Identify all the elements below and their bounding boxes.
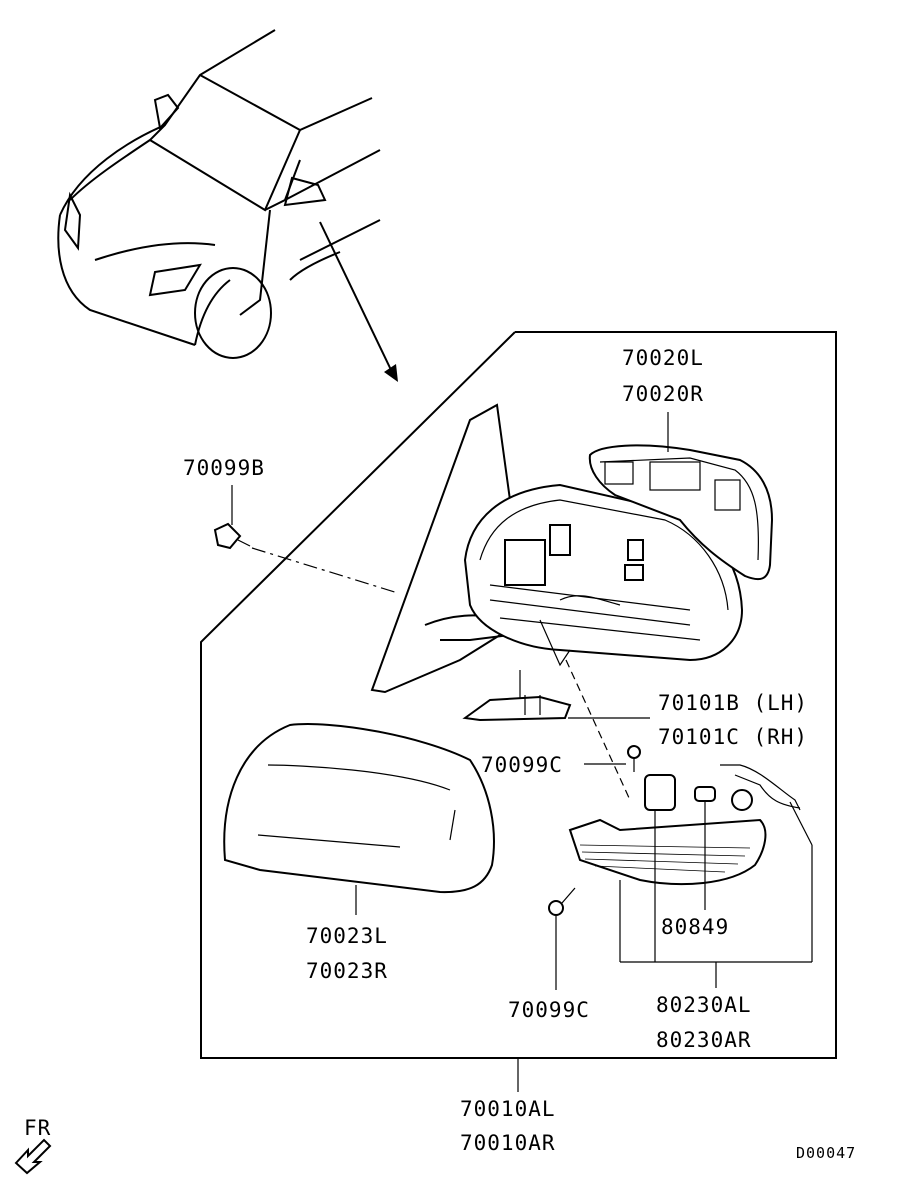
label-70023r: 70023R: [306, 959, 388, 983]
screw-70099c-lower: [548, 887, 576, 916]
pointer-arrow: [319, 221, 398, 382]
lower-cover: [462, 695, 572, 722]
vehicle-illustration: [57, 29, 381, 359]
label-70099c-upper: 70099C: [481, 753, 563, 777]
mirror-glass: [588, 444, 774, 581]
label-80230ar: 80230AR: [656, 1028, 752, 1052]
diagram-code: D00047: [796, 1144, 856, 1162]
label-70099c-lower: 70099C: [508, 998, 590, 1022]
front-arrow-icon: [14, 1138, 52, 1175]
label-70101b: 70101B (LH): [658, 691, 808, 715]
label-70010al: 70010AL: [460, 1097, 556, 1121]
mirror-cap: [223, 723, 495, 894]
label-70010ar: 70010AR: [460, 1131, 556, 1155]
label-70099b: 70099B: [183, 456, 265, 480]
label-80849: 80849: [661, 915, 729, 939]
bolt-70099b: [213, 522, 251, 550]
side-turn-lamp: [568, 764, 801, 886]
label-70020l: 70020L: [622, 346, 704, 370]
mirror-body: [463, 483, 744, 667]
screw-70099c-upper: [627, 745, 641, 772]
label-70023l: 70023L: [306, 924, 388, 948]
fr-label: FR: [24, 1116, 51, 1140]
label-80230al: 80230AL: [656, 993, 752, 1017]
leader-lines: [231, 412, 813, 1092]
label-70101c: 70101C (RH): [658, 725, 808, 749]
front-direction-indicator: FR: [14, 1116, 52, 1175]
label-70020r: 70020R: [622, 382, 704, 406]
